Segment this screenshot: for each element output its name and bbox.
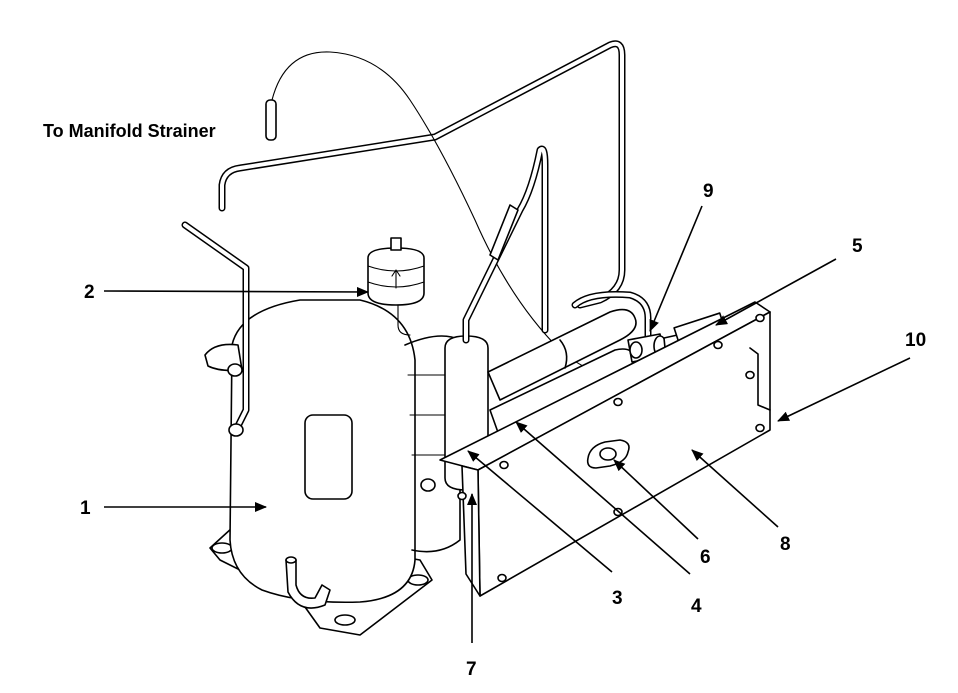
- suction-tube: [181, 221, 250, 437]
- leader-8: [691, 449, 779, 528]
- callout-2: 2: [84, 282, 95, 303]
- leader-5: [715, 258, 837, 326]
- manifold-strainer-caption: To Manifold Strainer: [43, 121, 216, 141]
- callout-8: 8: [780, 534, 791, 555]
- callout-5: 5: [852, 236, 863, 257]
- leader-4: [515, 421, 691, 575]
- callout-7: 7: [466, 659, 477, 680]
- leader-lines: [103, 205, 911, 643]
- callout-9: 9: [703, 181, 714, 202]
- callout-3: 3: [612, 588, 623, 609]
- filter-drier: [367, 237, 425, 336]
- callout-6: 6: [700, 547, 711, 568]
- callout-10: 10: [905, 330, 926, 351]
- leader-2: [103, 286, 369, 297]
- callout-4: 4: [691, 596, 702, 617]
- leader-9: [649, 205, 703, 332]
- callout-1: 1: [80, 498, 91, 519]
- capillary-bulb: [265, 99, 277, 141]
- manifold-line: [218, 40, 626, 309]
- terminal-cover: [304, 414, 353, 500]
- leader-6: [613, 459, 699, 540]
- leader-10: [777, 357, 911, 422]
- leader-3: [467, 450, 613, 573]
